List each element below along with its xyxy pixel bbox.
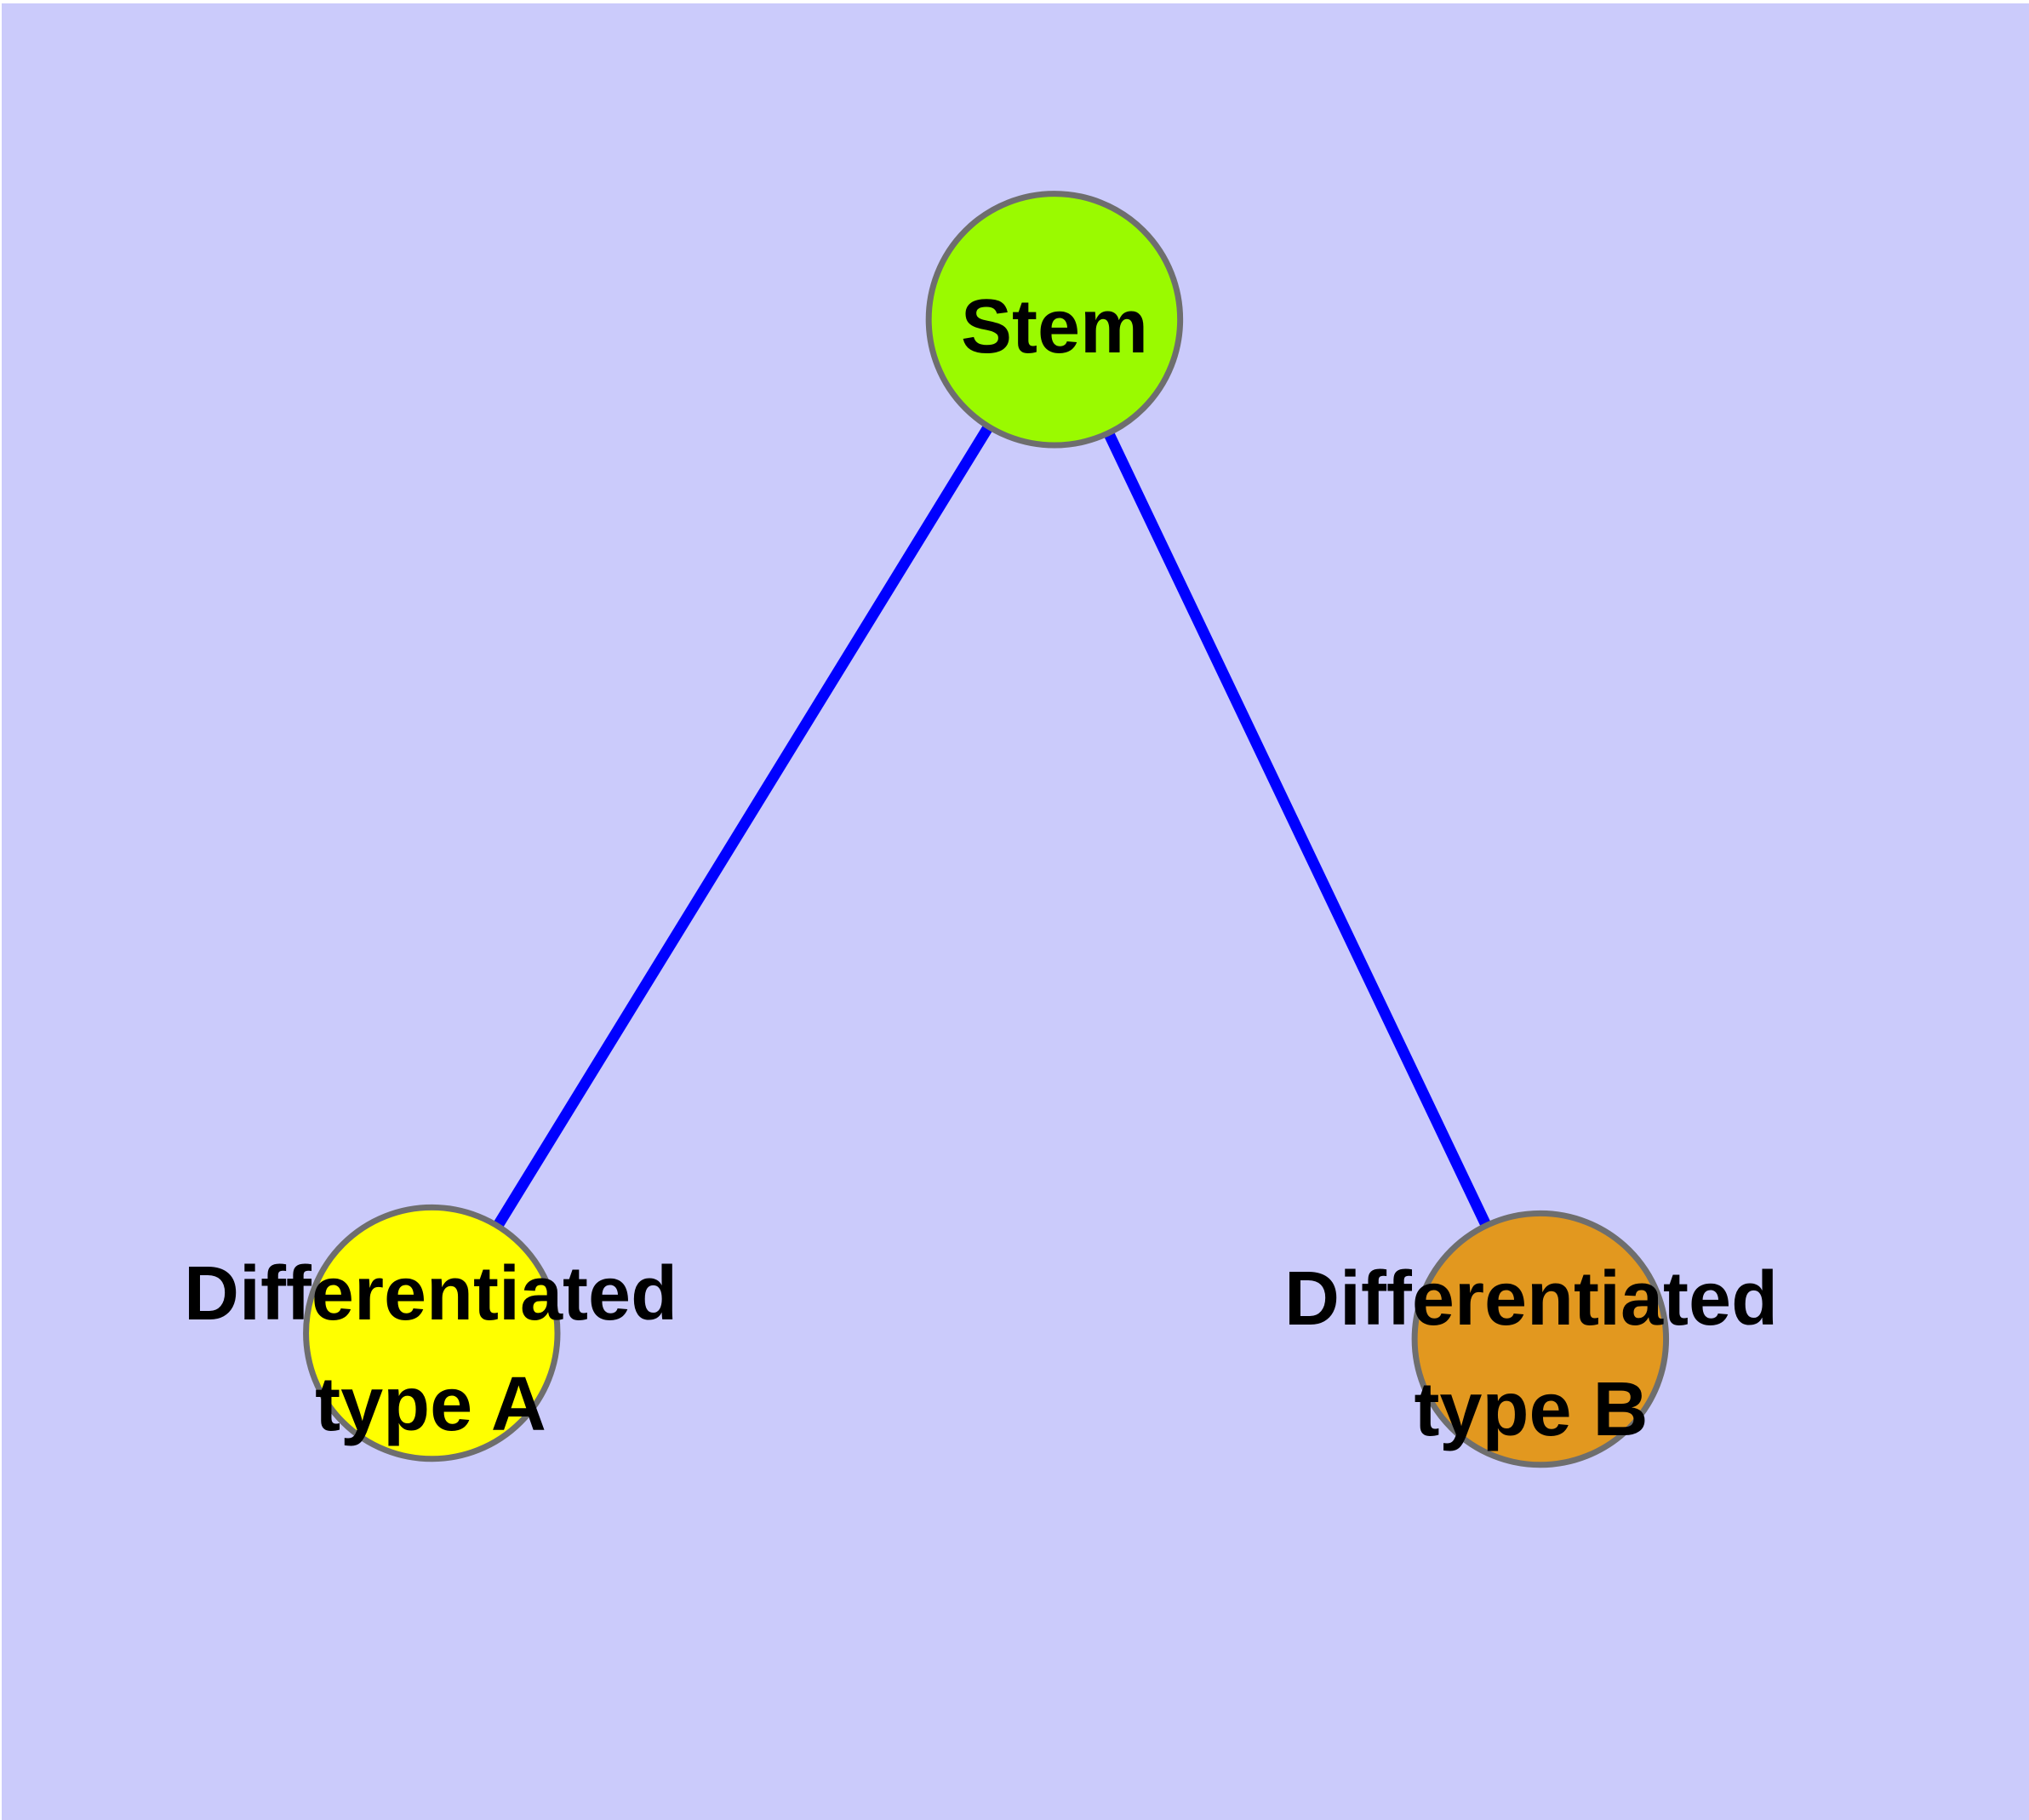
node-differentiated-type-a-label: Differentiated type A	[184, 1239, 677, 1460]
edge-stem-to-type-b	[1049, 317, 1546, 1342]
cell-differentiation-graph	[303, 191, 1670, 1468]
node-type-b-label-line1: Differentiated	[1283, 1256, 1779, 1342]
node-type-a-label-line2: type A	[315, 1362, 546, 1447]
node-type-b-label-line2: type B	[1414, 1367, 1649, 1452]
node-stem-label: Stem	[961, 272, 1148, 382]
node-differentiated-type-b	[1411, 1210, 1670, 1468]
edge-stem-to-type-a	[426, 316, 1060, 1336]
node-type-a-label-line1: Differentiated	[183, 1251, 678, 1336]
node-stem	[925, 191, 1184, 449]
node-differentiated-type-b-label: Differentiated type B	[1284, 1244, 1778, 1465]
node-differentiated-type-a	[303, 1204, 561, 1462]
diagram-canvas: Stem Differentiated type A Differentiate…	[2, 3, 2029, 1820]
node-stem-label-text: Stem	[960, 284, 1149, 369]
